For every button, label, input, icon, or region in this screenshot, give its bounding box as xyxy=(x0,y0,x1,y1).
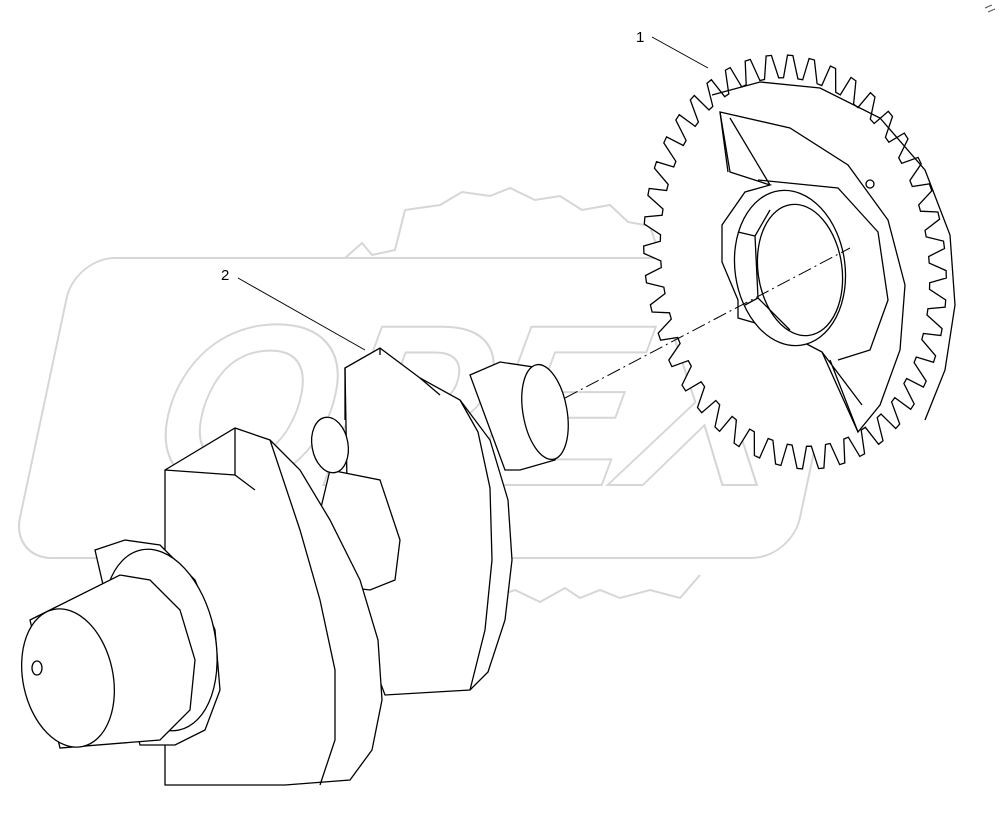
upper-journal-end xyxy=(521,363,569,461)
upper-web-edge xyxy=(344,348,493,691)
lower-journal-hole xyxy=(31,660,43,676)
gear-bore-inner xyxy=(756,203,844,337)
callout-2-leader xyxy=(237,277,366,351)
gear-bore xyxy=(733,189,847,347)
callout-1-label: 1 xyxy=(636,29,644,46)
corner-mark xyxy=(984,4,996,13)
crank-pin-face xyxy=(310,416,350,474)
gear-hub-recess xyxy=(719,111,889,433)
gear-pin-hole xyxy=(865,179,875,189)
crankshaft xyxy=(20,347,569,786)
lower-journal-end xyxy=(20,608,116,748)
gear-bore-chamfer xyxy=(737,209,791,331)
watermark-cog-outline xyxy=(150,186,790,614)
assembly-center-line xyxy=(564,247,851,399)
lower-web-edge xyxy=(164,428,336,786)
callout-2-label: 2 xyxy=(221,267,229,284)
gear-back-rim xyxy=(711,81,956,421)
callout-1-leader xyxy=(651,36,709,69)
callout-1: 1 xyxy=(636,29,709,69)
gear xyxy=(643,54,956,470)
callout-2: 2 xyxy=(221,267,366,351)
